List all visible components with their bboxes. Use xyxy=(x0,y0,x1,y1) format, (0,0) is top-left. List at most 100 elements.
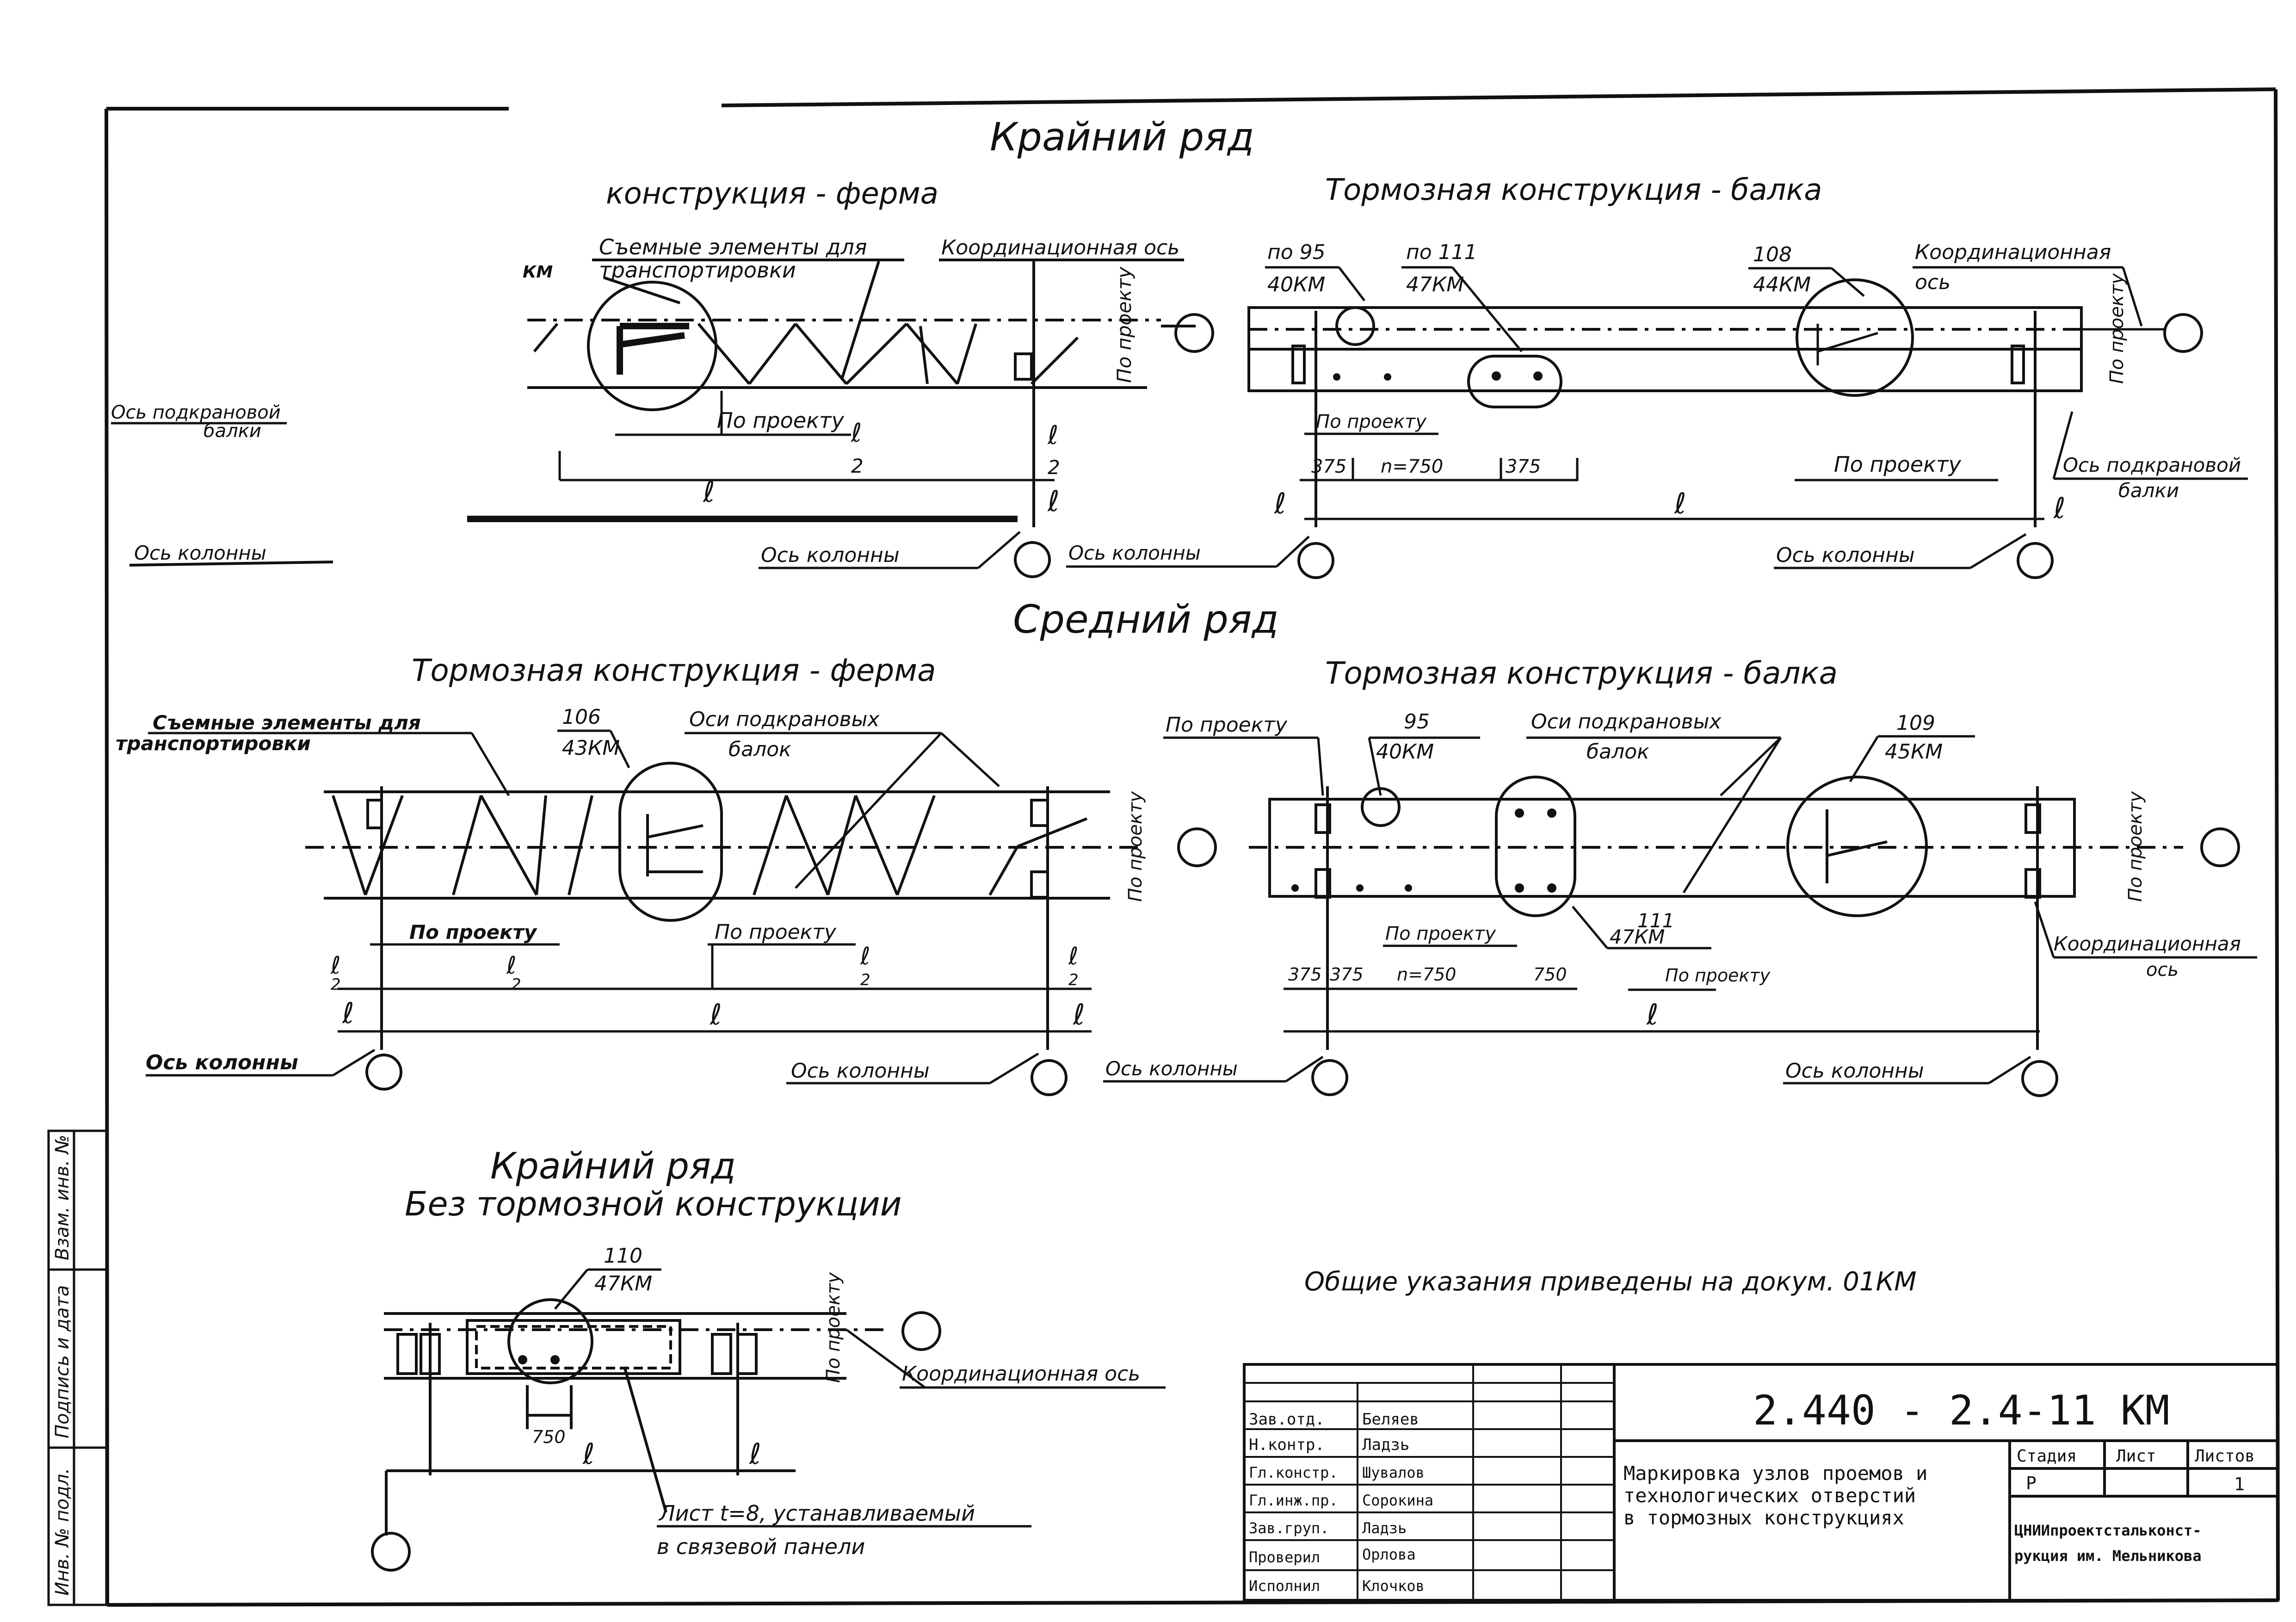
mark-95-num: по 95 xyxy=(1267,241,1326,264)
bolt-hole xyxy=(1533,371,1543,381)
bolt-hole xyxy=(1384,373,1391,381)
span-l-left: ℓ xyxy=(342,996,354,1030)
heading-no-brake: Без тормозной конструкции xyxy=(405,1184,902,1223)
bolt-hole xyxy=(1547,808,1556,818)
km-label: КМ xyxy=(523,263,553,282)
sheet-note-2: в связевой панели xyxy=(657,1534,865,1559)
span-l-right: ℓ xyxy=(2053,491,2066,525)
bolt-hole xyxy=(1547,883,1556,893)
column-axis-marker-left xyxy=(1311,1059,1348,1096)
coord-axis-label: Координационная ось xyxy=(902,1362,1140,1386)
dim-n750: n=750 xyxy=(1397,964,1456,985)
heading-outer-row-2: Крайний ряд xyxy=(490,1146,736,1187)
description-line-2: технологических отверстий xyxy=(1623,1484,1916,1507)
removable-label: Съемные элементы для xyxy=(153,711,421,734)
node-callout-111 xyxy=(1495,776,1576,917)
name-5: Орлова xyxy=(1362,1546,1416,1563)
stage-label: Стадия xyxy=(2017,1447,2077,1466)
node-callout xyxy=(587,281,717,411)
role-3: Гл.инж.пр. xyxy=(1249,1492,1338,1509)
crane-axis-label: Ось подкрановой xyxy=(2063,454,2241,476)
bolt-hole xyxy=(518,1355,527,1364)
coord-axis-label: Координационная xyxy=(1915,241,2111,264)
bolt-hole xyxy=(1492,371,1501,381)
drawing-code: 2.440 - 2.4-11 КМ xyxy=(1753,1387,2170,1434)
l-half-num: ℓ xyxy=(851,418,862,448)
span-l: ℓ xyxy=(703,475,715,509)
coord-axis-label: Координационная ось xyxy=(941,236,1179,259)
removable-label-2: транспортировки xyxy=(116,732,311,755)
column-axis-label: Ось колонны xyxy=(791,1059,930,1083)
po-proektu-2: По проекту xyxy=(1834,452,1962,477)
column-axis-marker xyxy=(2017,542,2054,579)
node-callout-111 xyxy=(1467,355,1562,408)
crane-axes-label: Оси подкрановых xyxy=(1531,710,1722,734)
l-half-den-left: 2 xyxy=(331,975,341,994)
panel-title: Тормозная конструкция - балка xyxy=(1325,655,1838,691)
sheet-note: Лист t=8, устанавливаемый xyxy=(658,1501,975,1526)
title-block: Зав.отд. Беляев Н.контр. Ладзь Гл.констр… xyxy=(1243,1363,2279,1602)
mark-95-num: 95 xyxy=(1404,710,1430,734)
mark-108-den: 44КМ xyxy=(1753,273,1811,296)
bolt-hole xyxy=(550,1355,560,1364)
span-l: ℓ xyxy=(1674,487,1686,520)
column-axis-label: Ось колонны xyxy=(1785,1059,1924,1083)
po-proektu-2: По проекту xyxy=(715,920,837,944)
bolt-hole xyxy=(1291,884,1299,892)
panel-bottom: 110 47КМ По проекту xyxy=(371,1244,1166,1572)
name-1: Ладзь xyxy=(1362,1436,1409,1454)
panel-title: Тормозная конструкция - балка xyxy=(1325,173,1822,207)
sheets-label: Листов xyxy=(2195,1447,2255,1466)
mark-111-num: 111 xyxy=(1637,909,1674,932)
mark-95-den: 40КМ xyxy=(1376,740,1434,764)
coord-axis-marker xyxy=(1174,313,1214,353)
po-proektu-2: По проекту xyxy=(1665,965,1771,986)
mark-110-num: 110 xyxy=(604,1244,642,1268)
role-2: Гл.констр. xyxy=(1249,1464,1338,1481)
l-half-den-mid: 2 xyxy=(511,975,521,994)
sheet-label: Лист xyxy=(2116,1447,2156,1466)
l-half-den-right: 2 xyxy=(1048,456,1060,479)
po-proektu-vertical: По проекту xyxy=(2106,273,2128,384)
span-l-right: ℓ xyxy=(1073,998,1085,1031)
role-0: Зав.отд. xyxy=(1249,1410,1325,1429)
span-l-right: ℓ xyxy=(749,1437,761,1471)
org-line-1: ЦНИИпроектстальконст- xyxy=(2014,1522,2202,1539)
description-line-3: в тормозных конструкциях xyxy=(1623,1506,1904,1529)
column-axis-label-left: Ось колонны xyxy=(1105,1057,1238,1080)
node-callout-95 xyxy=(1335,306,1375,346)
stage-value: Р xyxy=(2026,1473,2037,1493)
mark-111-den: 47КМ xyxy=(1406,273,1464,296)
column-axis-marker-left xyxy=(1297,542,1334,579)
general-note: Общие указания приведены на докум. 01КМ xyxy=(1304,1267,1917,1297)
l-half-num-left: ℓ xyxy=(330,952,340,980)
column-axis-marker xyxy=(1014,541,1051,578)
l-half-den-right: 2 xyxy=(1068,971,1079,989)
coord-axis-marker xyxy=(901,1311,941,1351)
name-3: Сорокина xyxy=(1362,1492,1433,1509)
panel-top-left: конструкция - ферма Съемные элементы для… xyxy=(111,177,1214,578)
mark-106-num: 106 xyxy=(562,705,601,729)
crane-axes-label-2: балок xyxy=(728,738,791,761)
po-proektu-1: По проекту xyxy=(409,921,537,944)
mark-95-den: 40КМ xyxy=(1267,273,1325,296)
name-0: Беляев xyxy=(1362,1410,1419,1429)
l-half-num: ℓ xyxy=(860,943,870,970)
role-6: Исполнил xyxy=(1249,1577,1320,1595)
org-line-2: рукция им. Мельникова xyxy=(2014,1547,2202,1565)
coord-axis-marker xyxy=(1177,827,1217,867)
column-axis-marker xyxy=(2021,1060,2058,1097)
name-6: Клочков xyxy=(1362,1577,1425,1595)
node-callout-106 xyxy=(618,762,723,922)
crane-axis-label: Ось подкрановой xyxy=(111,402,281,423)
side-stamp: Инв. № подл. Подпись и дата Взам. инв. № xyxy=(47,1129,108,1606)
mark-110-den: 47КМ xyxy=(594,1272,652,1295)
panel-title: Тормозная конструкция - ферма xyxy=(412,653,936,688)
coord-axis-marker xyxy=(2163,313,2203,353)
bolt-hole xyxy=(1356,884,1364,892)
po-proektu-vertical: По проекту xyxy=(823,1272,844,1383)
role-5: Проверил xyxy=(1249,1548,1320,1566)
l-half-num-mid: ℓ xyxy=(506,952,516,980)
